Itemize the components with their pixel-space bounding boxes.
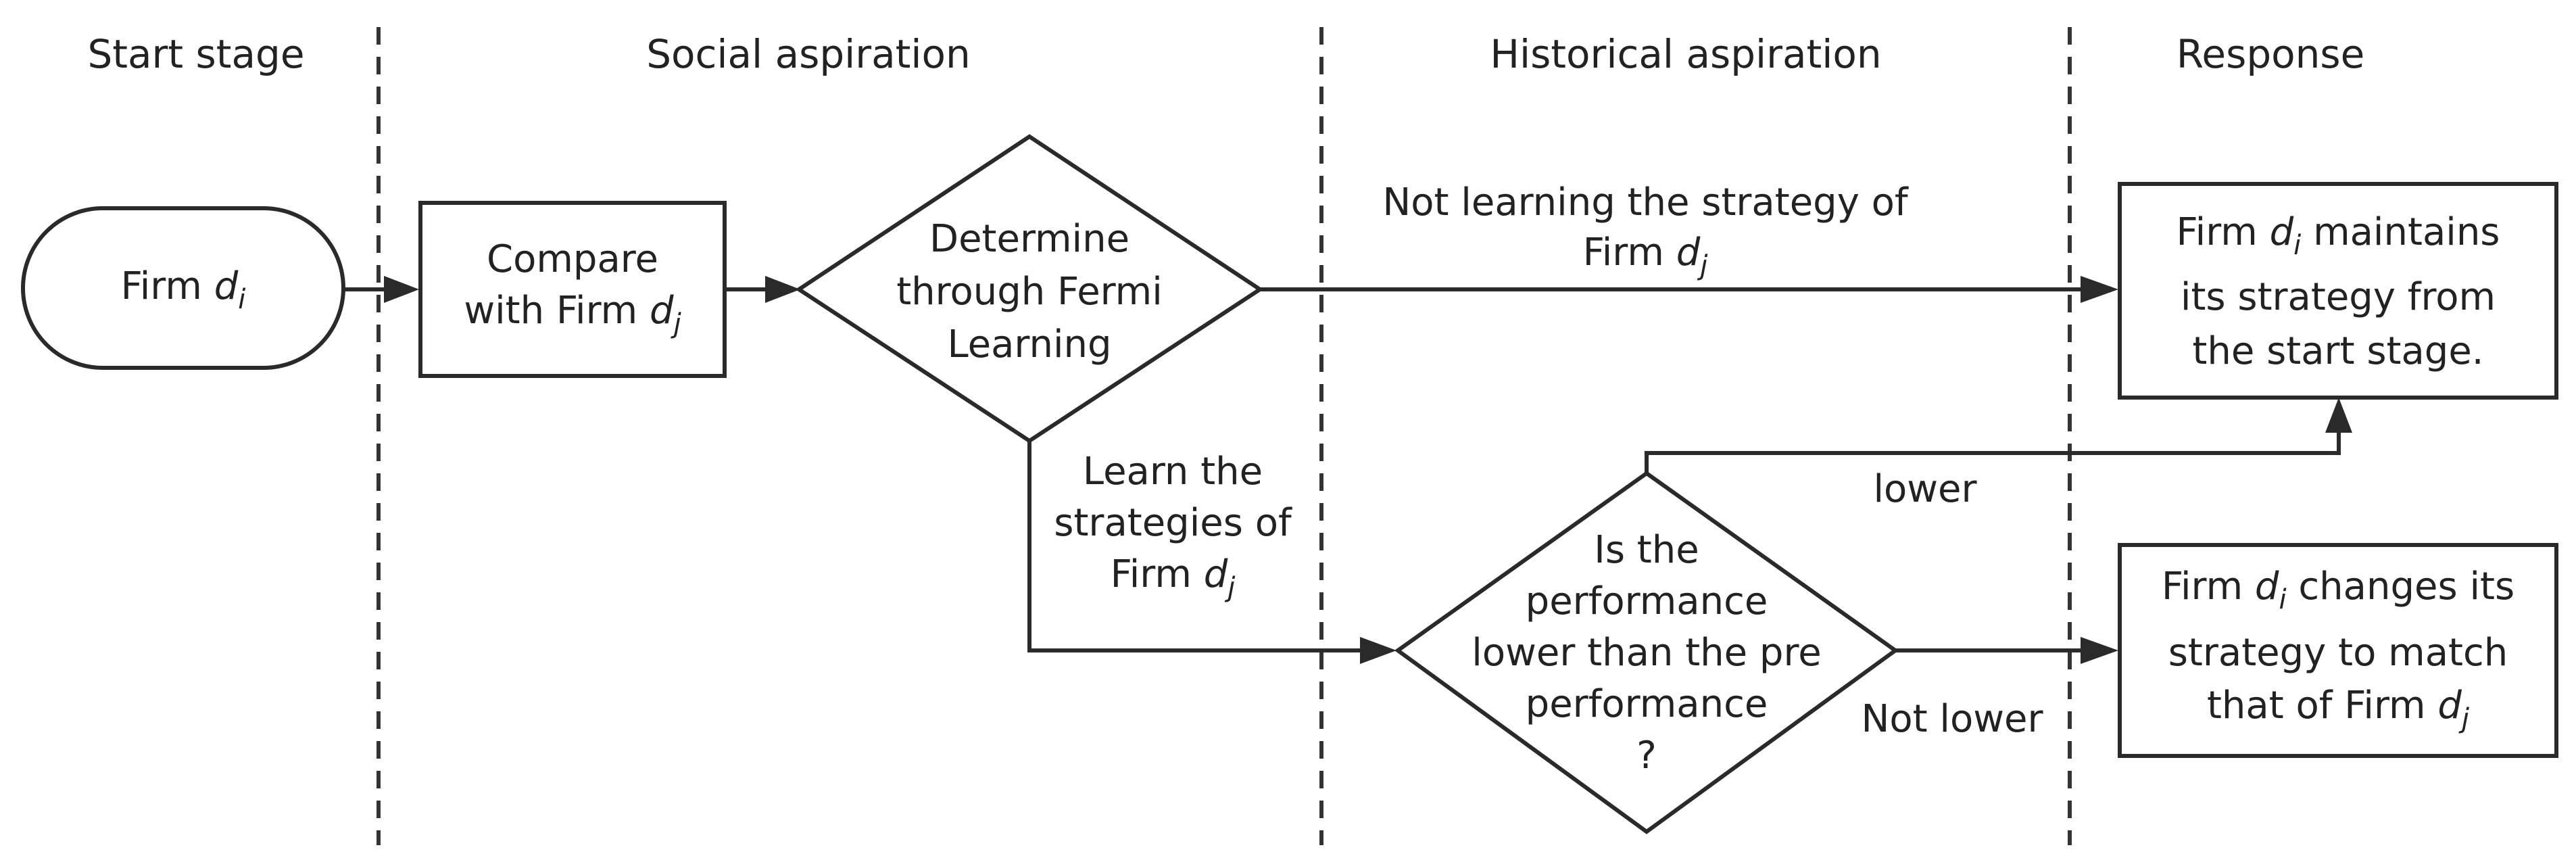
edge-label-learn-line2: strategies of bbox=[1054, 501, 1292, 545]
edge-labels: Not learning the strategy of Firm dj Lea… bbox=[1054, 181, 2043, 741]
fermi-label-line1: Determine bbox=[929, 217, 1129, 261]
edge-label-learn-line3: Firm dj bbox=[1111, 552, 1236, 603]
arrowhead-to-performance bbox=[1360, 637, 1396, 664]
stage-header-historical: Historical aspiration bbox=[1490, 31, 1881, 77]
compare-label-line1: Compare bbox=[487, 237, 658, 281]
stage-header-response: Response bbox=[2177, 31, 2365, 77]
connectors bbox=[343, 287, 2341, 652]
edge-label-not-learning-line1: Not learning the strategy of bbox=[1382, 181, 1909, 224]
fermi-decision-node: Determine through Fermi Learning bbox=[795, 134, 1264, 444]
change-box-shape bbox=[2118, 543, 2558, 758]
arrowhead-to-maintain bbox=[2081, 276, 2118, 303]
connector-performance-to-maintain bbox=[1645, 427, 2341, 473]
performance-label-line5: ? bbox=[1636, 734, 1657, 778]
performance-label-line3: lower than the pre bbox=[1472, 631, 1821, 675]
change-label-line2: strategy to match bbox=[2168, 631, 2508, 675]
maintain-box-shape bbox=[2118, 182, 2558, 400]
change-response-node: Firm di changes its strategy to match th… bbox=[2118, 543, 2558, 758]
change-label-line1: Firm di changes its bbox=[2162, 565, 2514, 615]
edge-label-learn-line1: Learn the bbox=[1083, 450, 1263, 494]
stage-header-social: Social aspiration bbox=[646, 31, 971, 77]
arrowhead-to-compare bbox=[384, 276, 419, 303]
edge-label-not-lower: Not lower bbox=[1861, 697, 2043, 741]
arrowhead-to-fermi bbox=[765, 276, 800, 303]
arrowhead-to-change bbox=[2081, 637, 2118, 664]
compare-label-line2: with Firm dj bbox=[464, 289, 681, 339]
maintain-label-line3: the start stage. bbox=[2192, 329, 2483, 373]
stage-headers: Start stage Social aspiration Historical… bbox=[87, 31, 2364, 77]
start-firm-label: Firm di bbox=[121, 264, 246, 315]
change-label-line3: that of Firm dj bbox=[2207, 684, 2470, 734]
connector-fermi-to-performance bbox=[1027, 441, 1362, 652]
fermi-diamond-shape bbox=[795, 134, 1264, 444]
stage-header-start: Start stage bbox=[87, 31, 304, 77]
fermi-label-line2: through Fermi bbox=[896, 270, 1163, 314]
arrowhead-up-to-maintain bbox=[2325, 398, 2352, 433]
fermi-label-line3: Learning bbox=[947, 323, 1111, 366]
performance-label-line2: performance bbox=[1526, 579, 1768, 623]
stage-separators bbox=[376, 27, 2072, 845]
edge-label-not-learning-line2: Firm dj bbox=[1583, 231, 1709, 281]
performance-decision-node: Is the performance lower than the pre pe… bbox=[1394, 471, 1899, 834]
compare-node: Compare with Firm dj bbox=[418, 201, 727, 378]
arrowheads bbox=[384, 276, 2352, 664]
performance-label-line1: Is the bbox=[1594, 528, 1699, 572]
maintain-label-line2: its strategy from bbox=[2181, 275, 2496, 319]
start-firm-node: Firm di bbox=[21, 206, 345, 370]
edge-label-lower: lower bbox=[1873, 467, 1977, 511]
compare-box-shape bbox=[418, 201, 727, 378]
performance-diamond-shape bbox=[1394, 471, 1899, 834]
performance-label-line4: performance bbox=[1526, 682, 1768, 726]
start-terminal-shape bbox=[21, 206, 345, 370]
maintain-response-node: Firm di maintains its strategy from the … bbox=[2118, 182, 2558, 400]
maintain-label-line1: Firm di maintains bbox=[2177, 210, 2500, 261]
